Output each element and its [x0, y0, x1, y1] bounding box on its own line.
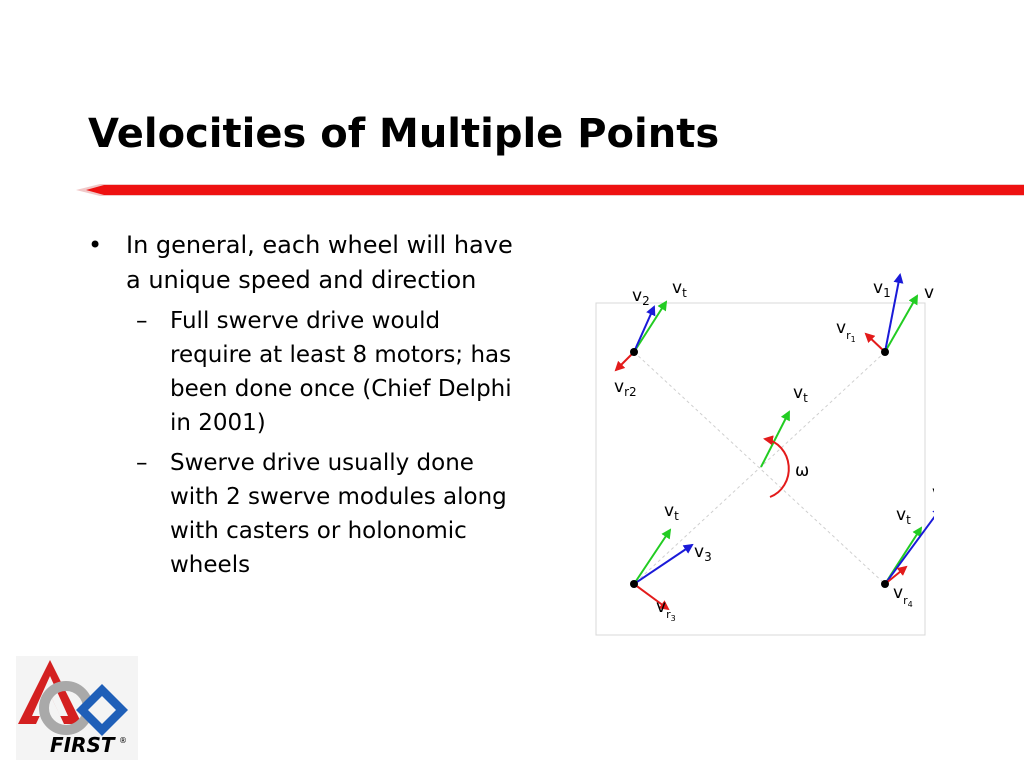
wheel-1-vectors	[864, 273, 918, 356]
slide-title: Velocities of Multiple Points	[88, 111, 720, 157]
first-logo: FIRST ®	[16, 656, 138, 760]
center-vectors	[760, 410, 790, 498]
bullet-item: • In general, each wheel will have a uni…	[88, 228, 518, 298]
svg-text:vt: vt	[664, 501, 679, 523]
svg-text:®: ®	[119, 736, 127, 745]
bullet-list: • In general, each wheel will have a uni…	[88, 228, 518, 588]
wheel-4-vectors	[881, 506, 934, 588]
center-labels: vt ω	[793, 383, 809, 481]
wheel-3-labels: vt v3 vr3	[656, 501, 712, 623]
sub-bullet-list: – Full swerve drive would require at lea…	[88, 304, 518, 582]
wheel-3-vectors	[630, 528, 694, 611]
robot-frame	[595, 302, 926, 636]
sub-bullet-item: – Full swerve drive would require at lea…	[88, 304, 518, 440]
svg-text:vt: vt	[924, 283, 934, 305]
bullet-mark: •	[88, 231, 103, 259]
bullet-text: In general, each wheel will have a uniqu…	[126, 231, 513, 294]
sub-bullet-mark: –	[136, 308, 148, 334]
velocity-diagram: v2 vt vr2 v1 vt vr1 vt ω	[595, 273, 934, 636]
svg-text:ω: ω	[795, 461, 809, 481]
svg-text:vt: vt	[793, 383, 808, 405]
svg-text:v4: v4	[932, 483, 934, 505]
sub-bullet-item: – Swerve drive usually done with 2 swerv…	[88, 446, 518, 582]
svg-text:v2: v2	[632, 286, 650, 308]
sub-bullet-text: Full swerve drive would require at least…	[170, 308, 512, 436]
sub-bullet-mark: –	[136, 450, 148, 476]
wheel-2-labels: v2 vt vr2	[614, 278, 687, 399]
svg-text:FIRST: FIRST	[50, 733, 116, 757]
wheel-2-vectors	[614, 300, 668, 372]
svg-text:v1: v1	[873, 278, 891, 300]
sub-bullet-text: Swerve drive usually done with 2 swerve …	[170, 450, 507, 578]
svg-text:vr2: vr2	[614, 377, 637, 399]
svg-text:v3: v3	[694, 542, 712, 564]
svg-text:vr1: vr1	[836, 318, 856, 344]
svg-text:vr4: vr4	[893, 583, 913, 609]
wheel-1-labels: v1 vt vr1	[836, 278, 934, 344]
svg-text:vr3: vr3	[656, 597, 676, 623]
svg-text:vt: vt	[672, 278, 687, 300]
svg-text:vt: vt	[896, 505, 911, 527]
wheel-4-labels: v4 vt vr4	[893, 483, 934, 609]
title-underline	[76, 184, 1024, 196]
center-diagonals	[633, 351, 886, 585]
